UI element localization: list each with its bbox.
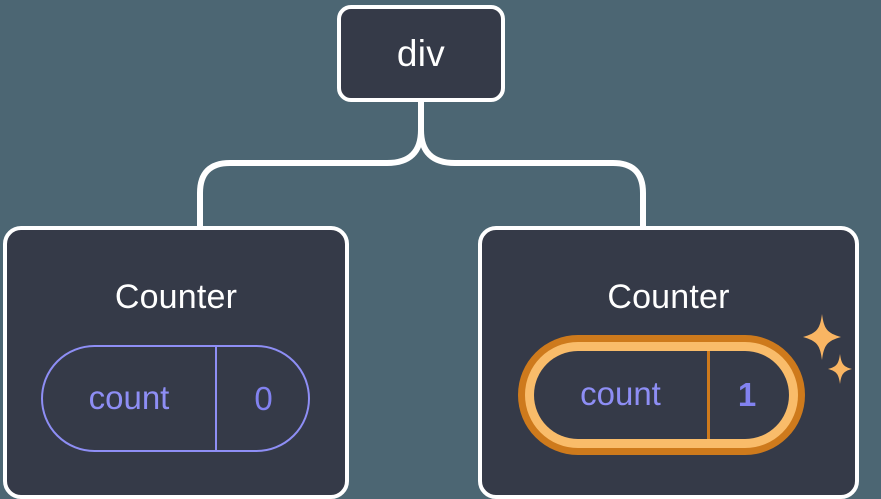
connector-root-to-left — [197, 98, 424, 231]
node-counter-right-title: Counter — [607, 278, 730, 316]
state-key-right: count — [534, 351, 710, 439]
node-counter-left-title: Counter — [114, 278, 238, 316]
state-value-left: 0 — [254, 379, 273, 417]
node-div-label: div — [396, 32, 446, 74]
state-pill-right-highlighted[interactable]: count 1 — [518, 335, 805, 455]
connector-root-to-right — [418, 98, 646, 231]
sparkle-large-icon — [803, 314, 841, 360]
sparkle-group — [803, 314, 852, 384]
node-div[interactable]: div — [337, 5, 505, 102]
state-key-left: count — [43, 347, 217, 450]
sparkle-small-icon — [828, 354, 852, 384]
state-value-right: 1 — [737, 376, 757, 413]
state-pill-left[interactable]: count 0 — [41, 345, 310, 452]
